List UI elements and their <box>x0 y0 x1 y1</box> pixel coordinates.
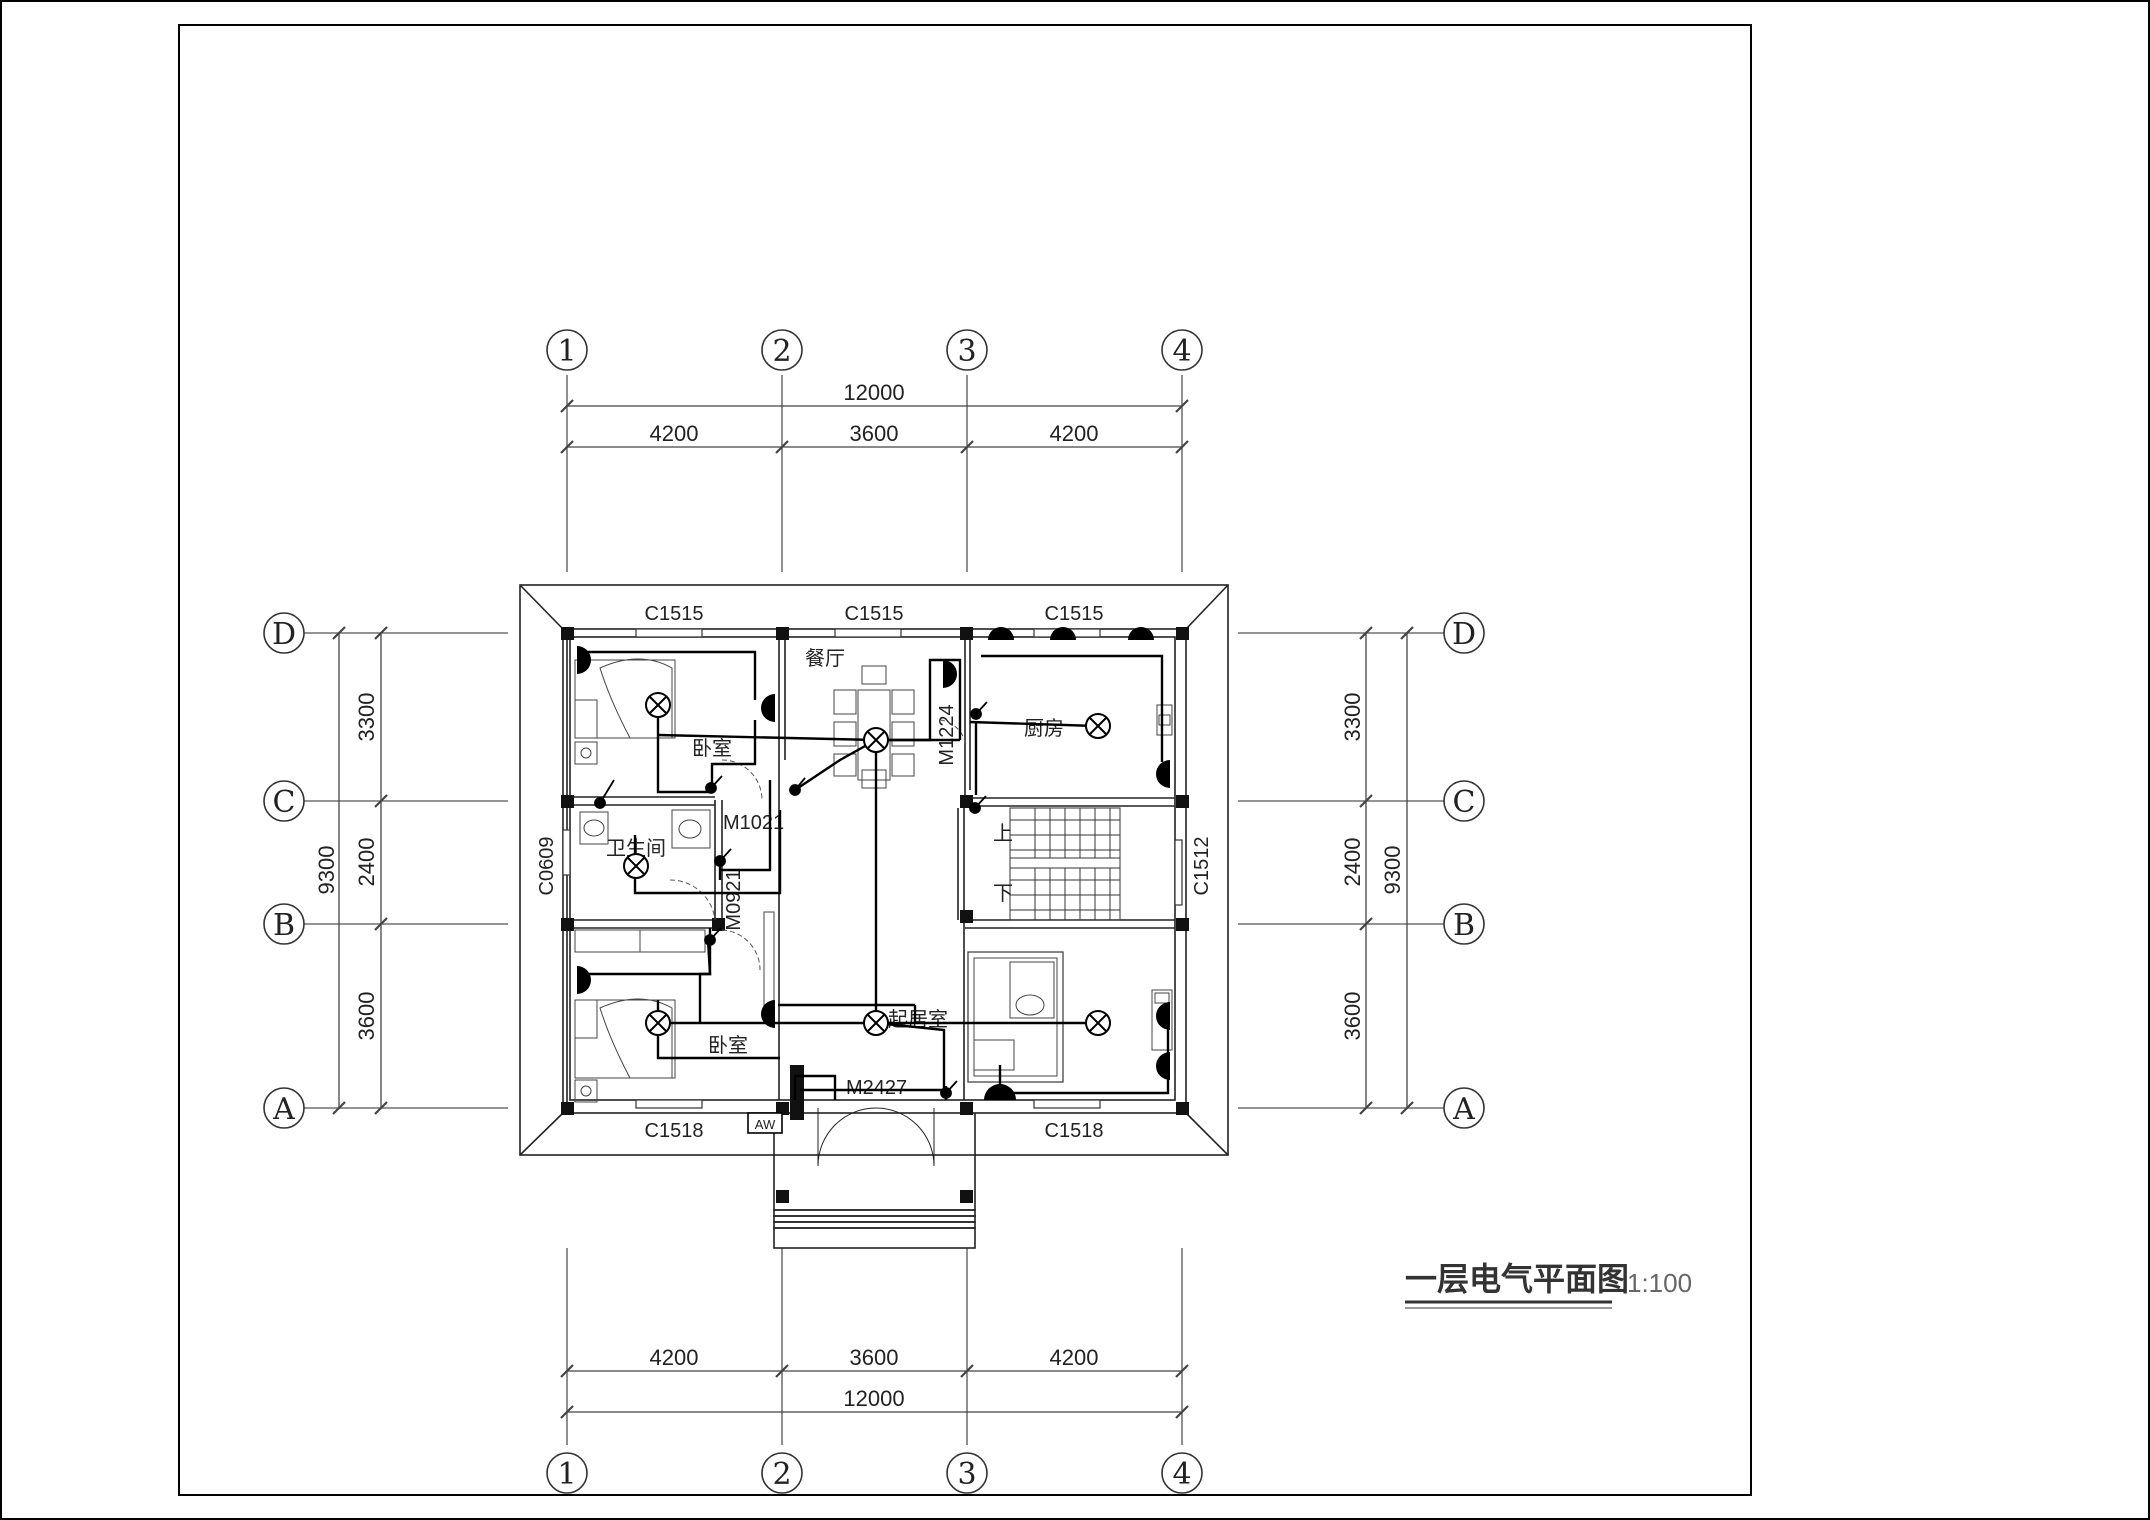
axis-col-4-top: 4 <box>1172 334 1191 369</box>
dim-left-total: 9300 <box>314 846 339 895</box>
axis-labels: 1 2 3 4 1 2 3 4 D C B A D C B A <box>272 334 1476 1492</box>
dim-right-span-1: 3300 <box>1340 693 1365 742</box>
dim-bottom-span-1: 4200 <box>650 1345 699 1370</box>
door-label-m0921: M0921 <box>723 869 745 930</box>
room-label-bedroom-bottom: 卧室 <box>708 1033 748 1057</box>
dim-bottom-span-3: 4200 <box>1050 1345 1099 1370</box>
axis-col-2-top: 2 <box>772 334 791 369</box>
dim-top-span-1: 4200 <box>650 421 699 446</box>
axis-bubbles <box>263 329 1485 1494</box>
axis-row-c-right: C <box>1453 785 1476 820</box>
axis-col-3-bottom: 3 <box>957 1457 976 1492</box>
axis-row-b-left: B <box>273 908 295 943</box>
dim-bottom-total: 12000 <box>843 1386 904 1411</box>
axis-col-1-bottom: 1 <box>557 1457 576 1492</box>
axis-row-a-right: A <box>1452 1092 1475 1127</box>
window-label-left: C0609 <box>536 837 558 896</box>
distribution-panel <box>747 1112 783 1134</box>
axis-row-d-left: D <box>272 617 296 652</box>
stair-label-down: 下 <box>993 881 1013 905</box>
dim-right-total: 9300 <box>1380 846 1405 895</box>
window-label-top-3: C1515 <box>1045 603 1104 625</box>
window-label-top-1: C1515 <box>645 603 704 625</box>
room-label-bedroom-top: 卧室 <box>692 736 732 760</box>
dim-left-span-3: 3600 <box>354 992 379 1041</box>
dim-left-span-1: 3300 <box>354 693 379 742</box>
dim-top-span-2: 3600 <box>850 421 899 446</box>
axis-row-a-left: A <box>272 1092 295 1127</box>
light-switches <box>594 701 988 1099</box>
dim-right-span-3: 3600 <box>1340 992 1365 1041</box>
dim-top-span-3: 4200 <box>1050 421 1099 446</box>
furniture <box>574 658 1173 1103</box>
dim-bottom-span-2: 3600 <box>850 1345 899 1370</box>
sheet-frame <box>178 24 1752 1496</box>
dim-right-span-2: 2400 <box>1340 838 1365 887</box>
structural-columns <box>561 627 1189 1203</box>
window-label-top-2: C1515 <box>845 603 904 625</box>
axis-col-4-bottom: 4 <box>1172 1457 1191 1492</box>
axis-col-2-bottom: 2 <box>772 1457 791 1492</box>
axis-row-c-left: C <box>273 785 296 820</box>
door-label-m1021: M1021 <box>723 812 784 834</box>
dimension-lines <box>332 399 1414 1419</box>
room-label-kitchen: 厨房 <box>1024 716 1064 740</box>
dim-left-span-2: 2400 <box>354 838 379 887</box>
axis-col-1-top: 1 <box>557 334 576 369</box>
distribution-panel-label: AW <box>755 1117 776 1132</box>
axis-row-b-right: B <box>1453 908 1475 943</box>
axis-row-d-right: D <box>1452 617 1476 652</box>
door-swings <box>669 719 967 971</box>
window-label-right: C1512 <box>1191 837 1213 896</box>
axis-col-3-top: 3 <box>957 334 976 369</box>
window-label-bottom-left: C1518 <box>645 1120 704 1142</box>
door-label-m1224: M1224 <box>936 704 958 765</box>
door-label-m2427: M2427 <box>846 1077 907 1099</box>
drawing-scale: 1:100 <box>1627 1268 1692 1298</box>
electrical-wiring <box>577 650 1170 1100</box>
grid-lines <box>304 375 1444 1445</box>
entrance-porch <box>773 1107 976 1249</box>
window-label-bottom-right: C1518 <box>1045 1120 1104 1142</box>
ceiling-lights <box>623 692 1111 1036</box>
drawing-title: 一层电气平面图 <box>1405 1260 1629 1298</box>
power-outlets <box>577 627 1170 1100</box>
dim-top-total: 12000 <box>843 380 904 405</box>
room-label-dining: 餐厅 <box>805 646 845 670</box>
stair-label-up: 上 <box>993 821 1013 845</box>
